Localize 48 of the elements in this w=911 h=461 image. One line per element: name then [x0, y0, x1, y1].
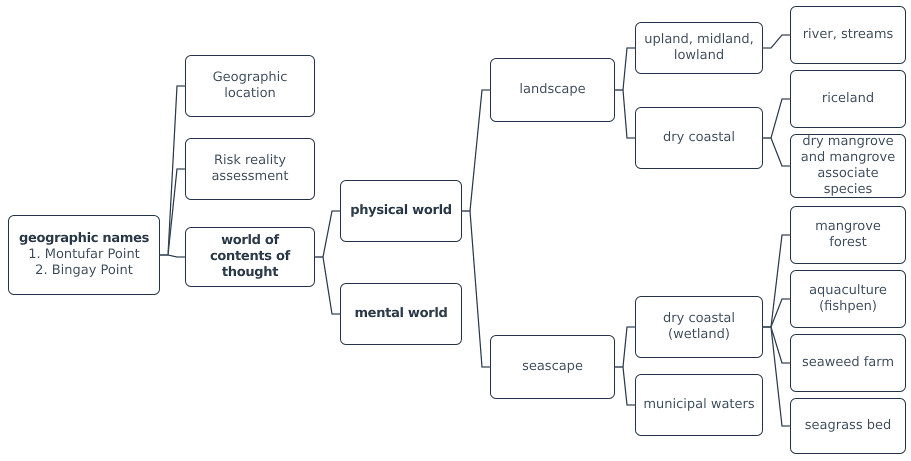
node-text: seaweed farm	[802, 355, 894, 371]
topic-box	[490, 335, 615, 399]
topic-box	[340, 283, 462, 345]
node-text: 2. Bingay Point	[35, 263, 133, 279]
topic-box	[790, 70, 906, 128]
topic-box	[635, 22, 763, 74]
node-text: seagrass bed	[804, 418, 892, 434]
node-text: Geographic location	[212, 70, 288, 102]
topic-box	[790, 270, 906, 328]
topic-box	[790, 134, 906, 198]
topic-box	[790, 206, 906, 264]
topic-box	[340, 180, 462, 242]
node-text: aquaculture (fishpen)	[808, 283, 888, 315]
connector-line	[615, 366, 635, 406]
node-text: riceland	[822, 91, 874, 107]
topic-box	[635, 296, 763, 358]
topic-box	[635, 374, 763, 436]
node-text: mental world	[354, 306, 448, 322]
node-text: 1. Montufar Point	[28, 247, 140, 263]
node-text: geographic names	[18, 231, 150, 247]
topic-box	[790, 6, 906, 64]
connector-line	[763, 326, 790, 427]
connector-line	[160, 254, 185, 258]
topic-box	[185, 227, 315, 287]
node-text: Risk reality assessment	[210, 153, 290, 185]
topic-box	[790, 398, 906, 454]
topic-box	[635, 107, 763, 169]
node-text: dry coastal	[663, 130, 735, 146]
topic-box	[185, 55, 315, 117]
node-text: world of contents of thought	[209, 233, 292, 281]
connector-line	[763, 137, 790, 167]
node-text: upland, midland, lowland	[643, 32, 755, 64]
topic-box	[490, 58, 615, 122]
node-text: dry mangrove and mangrove associate species	[800, 134, 896, 198]
topic-box	[8, 215, 160, 295]
node-text: dry coastal (wetland)	[662, 311, 736, 343]
topic-box	[185, 138, 315, 200]
connector-line	[763, 34, 790, 49]
node-text: landscape	[519, 82, 586, 98]
node-text: physical world	[350, 203, 452, 219]
node-text: seascape	[522, 359, 583, 375]
node-text: mangrove forest	[814, 219, 882, 251]
connector-line	[462, 210, 490, 368]
node-text: river, streams	[802, 27, 894, 43]
connector-line	[615, 89, 635, 139]
connector-line	[315, 256, 340, 315]
topic-box	[790, 334, 906, 392]
node-text: municipal waters	[643, 397, 755, 413]
